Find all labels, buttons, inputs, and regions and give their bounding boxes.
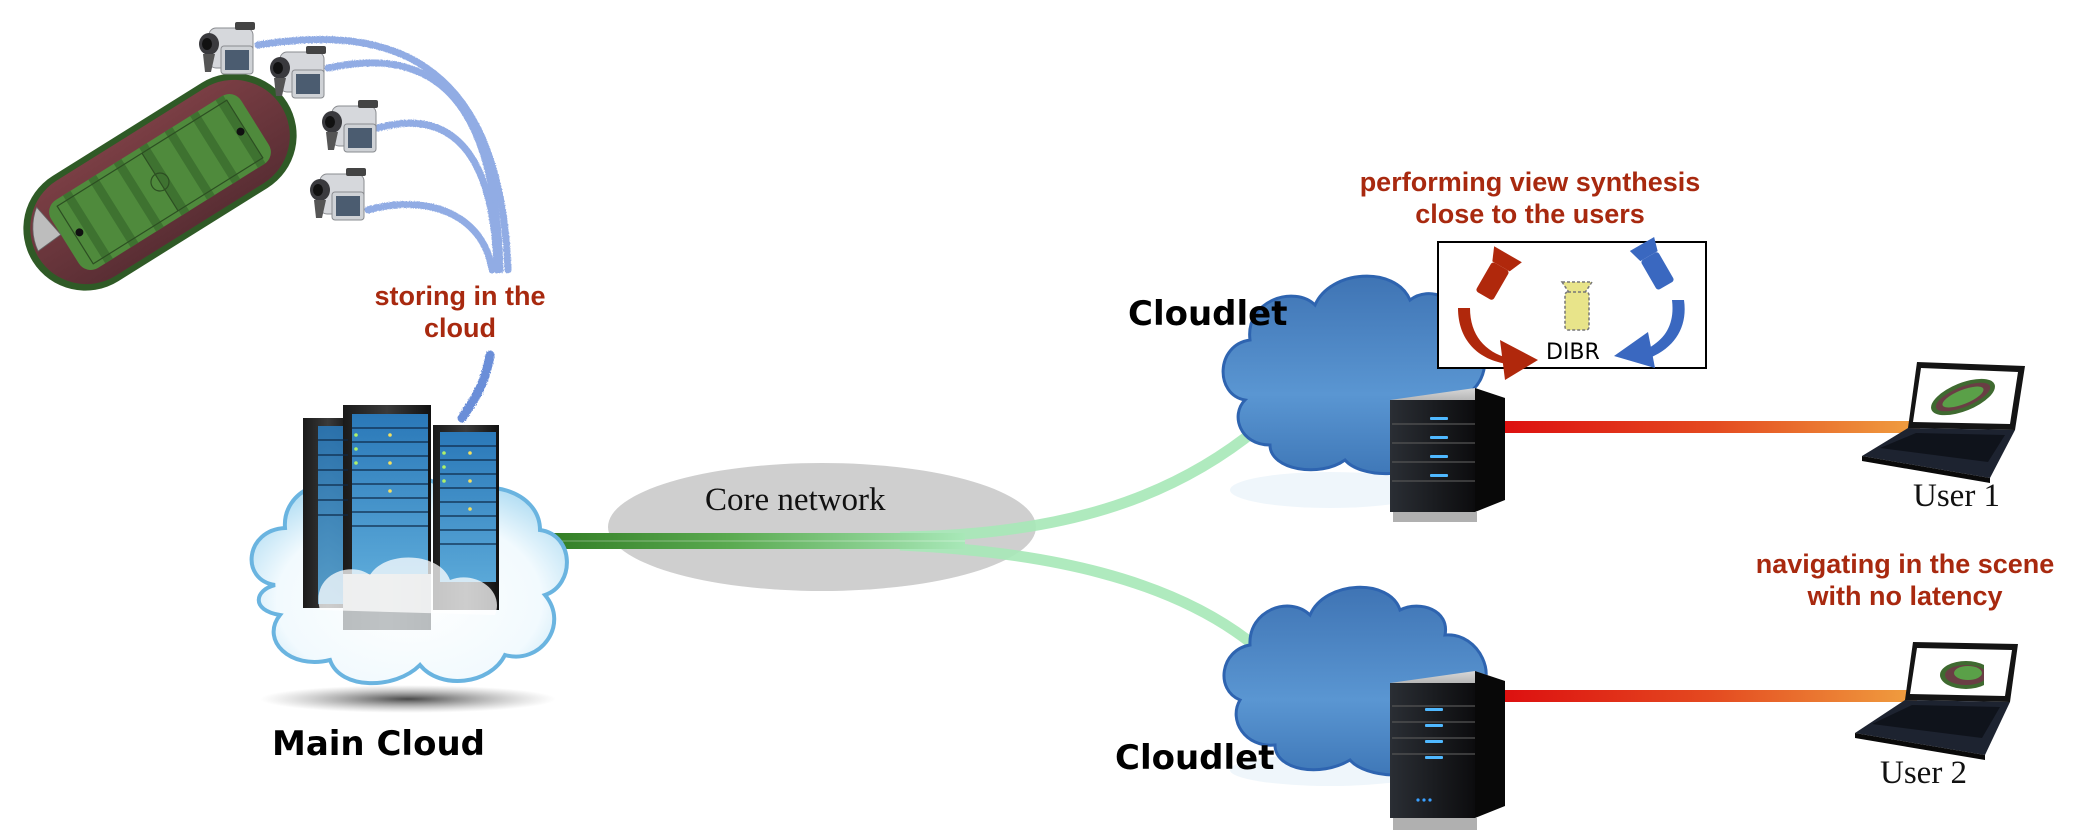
- video-camera-icon: [322, 100, 378, 153]
- cloudlet-top-illustration: [1221, 274, 1505, 522]
- laptop-user1-icon: [1862, 362, 2025, 483]
- server-tower-icon: [1390, 671, 1505, 830]
- link-main-cloud-to-core: [535, 533, 965, 549]
- dibr-left-camera-arrow-icon: [1458, 246, 1538, 380]
- video-camera-icon: [270, 46, 326, 99]
- video-camera-icon: [310, 168, 366, 221]
- stadium-illustration: [23, 73, 297, 291]
- dibr-right-camera-arrow-icon: [1614, 237, 1685, 368]
- stream-camera-1: [254, 35, 512, 274]
- link-cloudlet-top-to-user1: [1505, 421, 1920, 433]
- stream-to-main-cloud: [457, 350, 495, 423]
- annotation-navigating: navigating in the scene with no latency: [1730, 548, 2073, 612]
- dibr-box: [1437, 237, 1707, 380]
- stream-camera-2: [324, 59, 504, 274]
- cloudlet-top-label: Cloudlet: [1128, 294, 1288, 334]
- user1-label: User 1: [1913, 478, 2001, 514]
- stream-camera-3: [374, 119, 501, 274]
- annotation-storing: storing in the cloud: [365, 280, 555, 344]
- annotation-navigating-line2: with no latency: [1807, 581, 2003, 611]
- main-cloud-label: Main Cloud: [272, 724, 485, 764]
- user2-label: User 2: [1880, 755, 1968, 791]
- main-cloud-illustration: [249, 405, 569, 713]
- annotation-storing-line2: cloud: [424, 313, 496, 343]
- camera-streams: [254, 35, 512, 423]
- server-tower-icon: [1390, 388, 1505, 522]
- dibr-virtual-camera-icon: [1560, 281, 1594, 331]
- core-network-ellipse: [608, 463, 1036, 591]
- main-cloud-shadow: [260, 685, 556, 713]
- link-cloudlet-bottom-to-user2: [1505, 690, 1917, 702]
- stream-camera-4: [364, 201, 496, 274]
- annotation-storing-line1: storing in the: [374, 281, 546, 311]
- cloudlet-bottom-label: Cloudlet: [1115, 738, 1275, 778]
- annotation-synthesis: performing view synthesis close to the u…: [1330, 166, 1730, 230]
- laptop-user2-icon: [1855, 642, 2018, 760]
- annotation-synthesis-line2: close to the users: [1415, 199, 1645, 229]
- annotation-synthesis-line1: performing view synthesis: [1359, 167, 1701, 197]
- annotation-navigating-line1: navigating in the scene: [1755, 549, 2055, 579]
- cloudlet-bottom-illustration: [1222, 585, 1505, 830]
- core-network-label: Core network: [705, 482, 886, 518]
- video-camera-icon: [199, 22, 255, 75]
- dibr-label: DIBR: [1546, 340, 1600, 365]
